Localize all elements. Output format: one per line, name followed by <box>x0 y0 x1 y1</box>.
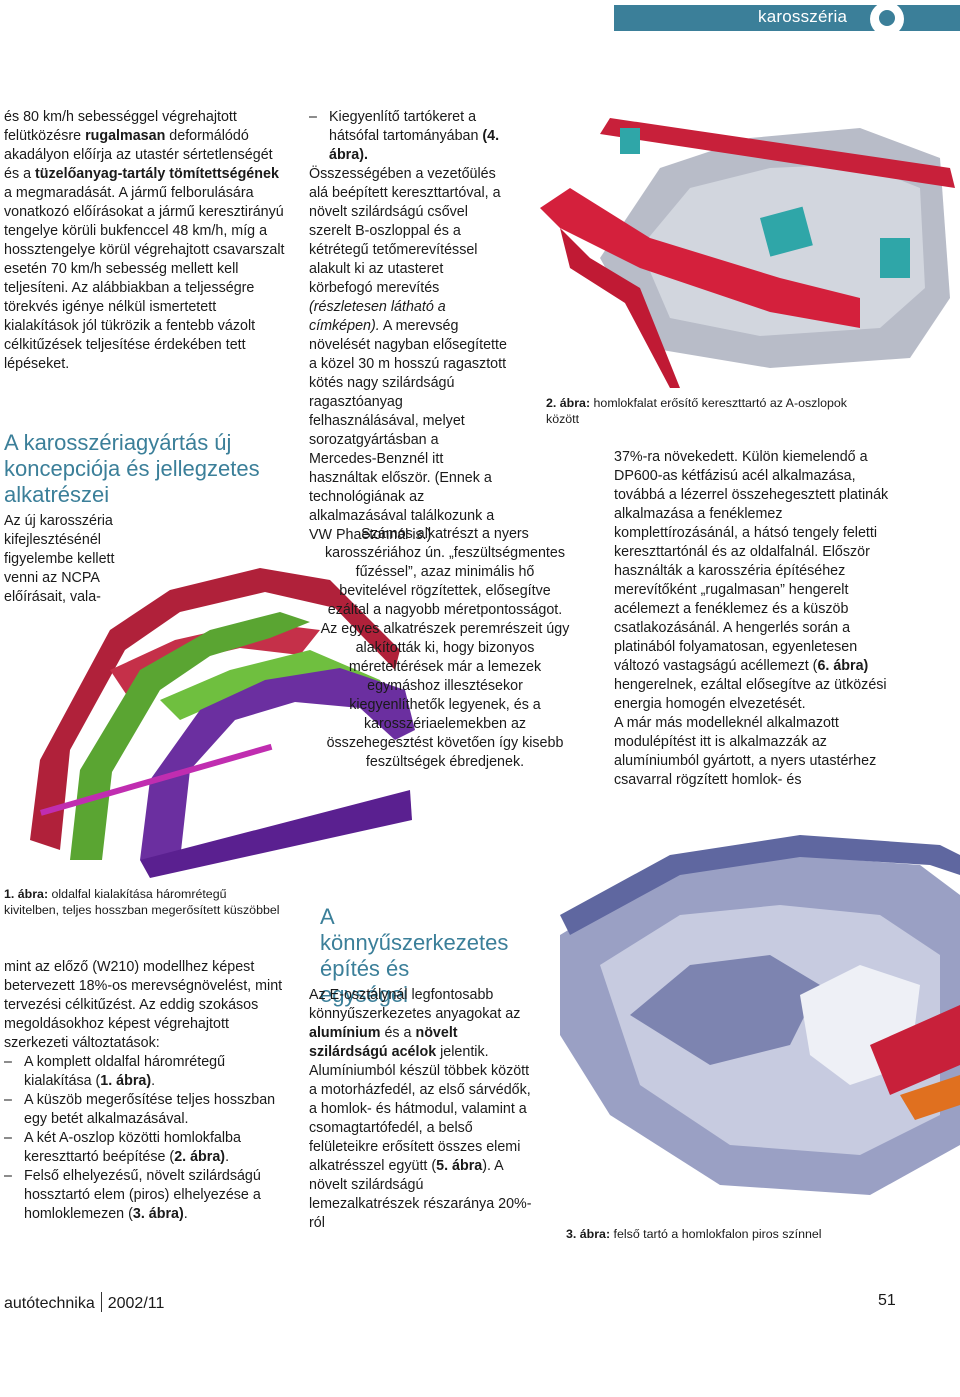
figure-2-caption: 2. ábra: homlokfalat erősítő kereszttart… <box>546 396 847 426</box>
figure-label: 1. ábra: <box>4 887 49 901</box>
figure-3-upper-beam-image <box>560 835 960 1195</box>
footer-magazine: autótechnika 2002/11 <box>4 1292 164 1313</box>
section-heading: A karosszériagyártás új koncepciója és j… <box>4 430 260 507</box>
paragraph: Az E-osztálynál legfontosabb könnyűszerk… <box>309 987 532 1231</box>
figure-3-caption: 3. ábra: felső tartó a homlokfalon piros… <box>566 1227 822 1241</box>
figure-1-caption: 1. ábra: oldalfal kialakítása háromréteg… <box>4 887 280 917</box>
paragraph: Számos alkatrészt a nyers karosszériához… <box>320 526 570 770</box>
list-item: A komplett oldalfal háromrétegű kialakít… <box>4 1053 290 1091</box>
section-title: karosszéria <box>758 7 848 26</box>
issue-number: 2002/11 <box>107 1295 165 1312</box>
page-number: 51 <box>878 1292 896 1309</box>
magazine-name: autótechnika <box>4 1295 95 1312</box>
figure-label: 3. ábra: <box>566 1227 611 1241</box>
paragraph: és 80 km/h sebességgel végrehajtott felü… <box>4 109 285 372</box>
column-1-bottom: mint az előző (W210) modellhez képest be… <box>4 958 290 1224</box>
change-list: A komplett oldalfal háromrétegű kialakít… <box>4 1053 290 1224</box>
footer-divider <box>100 1292 102 1312</box>
column-1-top: és 80 km/h sebességgel végrehajtott felü… <box>4 108 288 374</box>
paragraph: 37%-ra növekedett. Külön kiemelendő a DP… <box>614 449 889 712</box>
figure-2-firewall-image <box>540 118 955 388</box>
list-item: A két A-oszlop közötti homlokfalba keres… <box>4 1129 290 1167</box>
magazine-logo-icon <box>870 2 904 36</box>
list: Kiegyenlítő tartókeret a hátsófal tartom… <box>309 108 509 165</box>
figure-label: 2. ábra: <box>546 396 591 410</box>
paragraph: Az új karosszéria kifejlesztésénél figye… <box>4 513 115 605</box>
figure-1-side-wall-image <box>30 568 415 878</box>
paragraph: mint az előző (W210) modellhez képest be… <box>4 959 283 1051</box>
list-item: Kiegyenlítő tartókeret a hátsófal tartom… <box>309 108 509 165</box>
column-3: 37%-ra növekedett. Külön kiemelendő a DP… <box>614 448 902 790</box>
column-2-bottom: Az E-osztálynál legfontosabb könnyűszerk… <box>309 986 534 1233</box>
column-2-mid: Számos alkatrészt a nyers karosszériához… <box>320 525 570 772</box>
list-item: A küszöb megerősítése teljes hosszban eg… <box>4 1091 290 1129</box>
paragraph: Összességében a vezetőülés alá beépített… <box>309 166 507 543</box>
list-item: Felső elhelyezésű, növelt szilárdságú ho… <box>4 1167 290 1224</box>
column-1-intro: Az új karosszéria kifejlesztésénél figye… <box>4 512 144 607</box>
section-heading: A könnyűszerkezetes építés és egységei <box>320 904 509 1007</box>
paragraph: A már más modelleknél alkalmazott modulé… <box>614 715 877 788</box>
column-2-top: Kiegyenlítő tartókeret a hátsófal tartom… <box>309 108 509 545</box>
